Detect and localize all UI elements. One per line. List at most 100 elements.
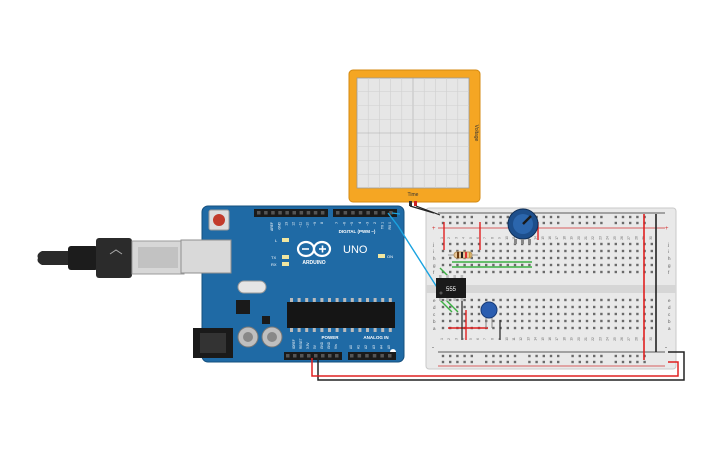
header-pin[interactable]: [358, 211, 363, 215]
usb-cable[interactable]: [37, 238, 185, 278]
header-pin[interactable]: [314, 354, 318, 358]
breadboard-hole[interactable]: [607, 242, 610, 246]
breadboard-hole[interactable]: [542, 270, 545, 274]
header-pin[interactable]: [285, 211, 289, 215]
rail-hole[interactable]: [621, 354, 625, 358]
breadboard-hole[interactable]: [571, 298, 574, 302]
breadboard-hole[interactable]: [650, 242, 653, 246]
breadboard-hole[interactable]: [636, 270, 639, 274]
breadboard-hole[interactable]: [470, 319, 473, 323]
rail-hole[interactable]: [456, 360, 459, 364]
rail-hole[interactable]: [492, 360, 495, 364]
breadboard-hole[interactable]: [629, 319, 632, 323]
rail-hole[interactable]: [578, 360, 581, 364]
rail-hole[interactable]: [557, 221, 560, 225]
breadboard-hole[interactable]: [585, 263, 589, 267]
header-pin[interactable]: [328, 354, 332, 358]
rail-hole[interactable]: [463, 221, 466, 225]
breadboard-hole[interactable]: [549, 298, 553, 302]
rail-hole[interactable]: [593, 354, 596, 358]
scope-probe-terminal[interactable]: [414, 201, 417, 206]
rail-hole[interactable]: [621, 215, 625, 219]
breadboard-hole[interactable]: [535, 319, 538, 323]
breadboard-hole[interactable]: [441, 326, 445, 330]
header-pin[interactable]: [313, 211, 318, 215]
breadboard-hole[interactable]: [636, 326, 639, 330]
header-pin[interactable]: [286, 354, 290, 358]
breadboard-hole[interactable]: [564, 298, 567, 302]
header-pin[interactable]: [366, 211, 370, 215]
rail-hole[interactable]: [499, 221, 502, 225]
breadboard-hole[interactable]: [571, 312, 574, 316]
breadboard-hole[interactable]: [585, 249, 589, 253]
breadboard-hole[interactable]: [593, 256, 596, 260]
rail-hole[interactable]: [456, 354, 459, 358]
breadboard-hole[interactable]: [585, 312, 589, 316]
breadboard-hole[interactable]: [607, 326, 610, 330]
breadboard-hole[interactable]: [650, 249, 653, 253]
breadboard-hole[interactable]: [477, 263, 481, 267]
rail-hole[interactable]: [528, 360, 531, 364]
rail-hole[interactable]: [600, 221, 603, 225]
breadboard-hole[interactable]: [470, 263, 473, 267]
breadboard-hole[interactable]: [564, 256, 567, 260]
rail-hole[interactable]: [593, 215, 596, 219]
breadboard-hole[interactable]: [499, 270, 502, 274]
wires[interactable]: [311, 205, 685, 381]
rail-hole[interactable]: [614, 215, 617, 219]
breadboard-hole[interactable]: [593, 326, 596, 330]
rail-hole[interactable]: [557, 215, 560, 219]
rail-hole[interactable]: [470, 215, 473, 219]
rail-hole[interactable]: [449, 215, 452, 219]
header-pin[interactable]: [292, 211, 297, 215]
breadboard-hole[interactable]: [614, 319, 617, 323]
rail-hole[interactable]: [506, 360, 509, 364]
breadboard-hole[interactable]: [650, 312, 653, 316]
breadboard-hole[interactable]: [485, 242, 488, 246]
rail-hole[interactable]: [535, 354, 538, 358]
breadboard-hole[interactable]: [499, 263, 502, 267]
header-pin[interactable]: [365, 354, 369, 358]
breadboard-hole[interactable]: [564, 263, 567, 267]
breadboard-hole[interactable]: [593, 263, 596, 267]
breadboard-hole[interactable]: [542, 263, 545, 267]
breadboard-hole[interactable]: [506, 312, 509, 316]
breadboard-hole[interactable]: [542, 256, 545, 260]
breadboard-hole[interactable]: [549, 326, 553, 330]
breadboard-hole[interactable]: [607, 298, 610, 302]
rail-hole[interactable]: [636, 360, 639, 364]
rail-hole[interactable]: [549, 215, 553, 219]
breadboard-hole[interactable]: [499, 249, 502, 253]
rail-hole[interactable]: [629, 215, 632, 219]
rail-hole[interactable]: [636, 354, 639, 358]
breadboard-hole[interactable]: [636, 242, 639, 246]
breadboard-hole[interactable]: [564, 312, 567, 316]
breadboard-hole[interactable]: [492, 242, 495, 246]
breadboard-hole[interactable]: [593, 305, 596, 309]
breadboard-hole[interactable]: [463, 312, 466, 316]
header-pin[interactable]: [343, 211, 348, 215]
breadboard-hole[interactable]: [477, 242, 481, 246]
header-pin[interactable]: [350, 354, 354, 358]
capacitor[interactable]: [480, 301, 498, 328]
breadboard-hole[interactable]: [542, 298, 545, 302]
breadboard-hole[interactable]: [492, 298, 495, 302]
rail-hole[interactable]: [513, 360, 517, 364]
breadboard-hole[interactable]: [549, 312, 553, 316]
breadboard-hole[interactable]: [621, 263, 625, 267]
breadboard-hole[interactable]: [456, 305, 459, 309]
breadboard-hole[interactable]: [564, 319, 567, 323]
breadboard-hole[interactable]: [585, 319, 589, 323]
breadboard-hole[interactable]: [614, 263, 617, 267]
breadboard-hole[interactable]: [621, 312, 625, 316]
breadboard-hole[interactable]: [477, 319, 481, 323]
rail-hole[interactable]: [585, 360, 589, 364]
breadboard-hole[interactable]: [441, 319, 445, 323]
breadboard-hole[interactable]: [614, 270, 617, 274]
rail-hole[interactable]: [463, 354, 466, 358]
breadboard-hole[interactable]: [513, 249, 517, 253]
breadboard-hole[interactable]: [614, 256, 617, 260]
breadboard-hole[interactable]: [528, 270, 531, 274]
breadboard-hole[interactable]: [535, 326, 538, 330]
rail-hole[interactable]: [585, 354, 589, 358]
